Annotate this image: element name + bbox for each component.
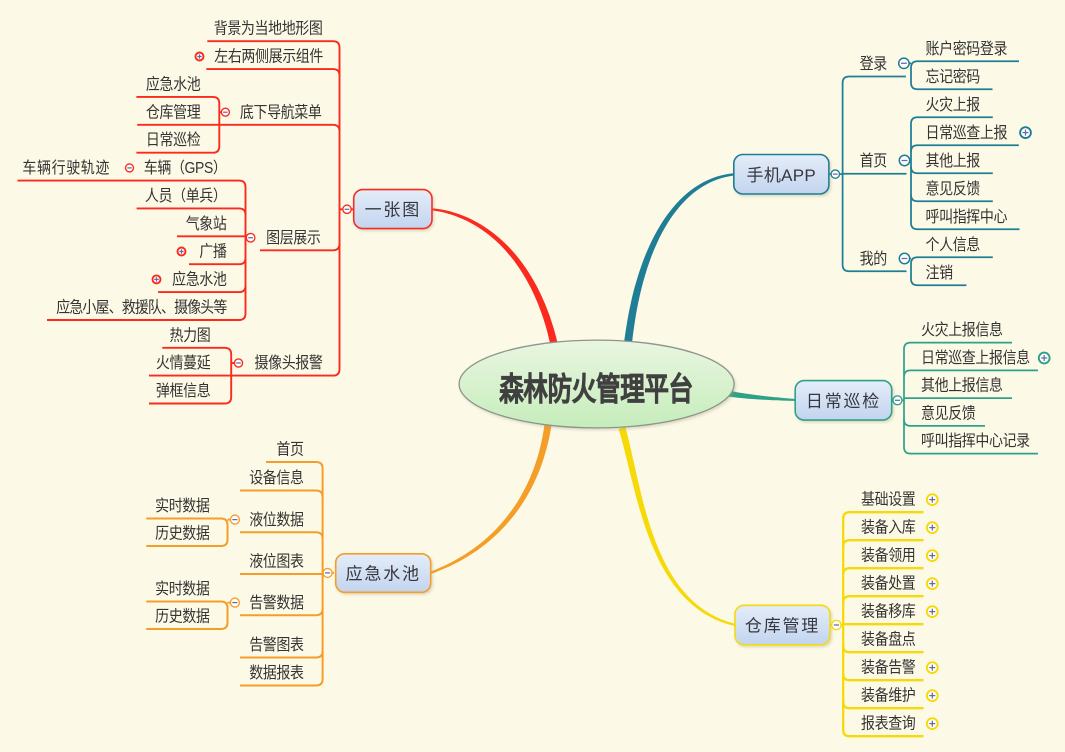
svg-text:告警数据: 告警数据 [249,594,304,612]
svg-text:森林防火管理平台: 森林防火管理平台 [499,371,693,408]
svg-text:车辆（GPS）: 车辆（GPS） [144,159,227,177]
svg-text:气象站: 气象站 [186,215,227,233]
svg-text:一张图: 一张图 [365,201,421,220]
svg-text:应急小屋、救援队、摄像头等: 应急小屋、救援队、摄像头等 [56,298,227,317]
svg-text:火灾上报: 火灾上报 [926,96,981,114]
svg-text:液位数据: 液位数据 [249,511,304,529]
svg-text:首页: 首页 [860,152,887,170]
svg-text:呼叫指挥中心记录: 呼叫指挥中心记录 [921,432,1030,450]
svg-text:图层展示: 图层展示 [266,230,320,247]
svg-text:广播: 广播 [199,243,227,261]
svg-text:历史数据: 历史数据 [155,608,210,626]
svg-text:设备信息: 设备信息 [249,469,304,487]
svg-text:日常巡查上报信息: 日常巡查上报信息 [921,349,1030,367]
svg-text:装备移库: 装备移库 [861,603,916,621]
svg-text:日常巡检: 日常巡检 [146,131,201,149]
svg-text:个人信息: 个人信息 [926,236,981,254]
svg-text:应急水池: 应急水池 [346,565,421,584]
svg-text:账户密码登录: 账户密码登录 [926,40,1008,58]
svg-text:首页: 首页 [276,441,303,459]
svg-text:装备维护: 装备维护 [861,687,915,705]
svg-text:热力图: 热力图 [170,327,211,345]
svg-text:意见反馈: 意见反馈 [926,179,981,198]
svg-text:日常巡检: 日常巡检 [806,392,881,411]
svg-text:装备盘点: 装备盘点 [861,630,916,649]
svg-text:基础设置: 基础设置 [861,491,916,509]
svg-text:其他上报: 其他上报 [926,152,981,170]
svg-text:底下导航菜单: 底下导航菜单 [240,104,322,122]
svg-text:装备处置: 装备处置 [861,575,916,593]
svg-text:火情蔓延: 火情蔓延 [156,354,211,372]
svg-text:装备入库: 装备入库 [861,519,916,537]
svg-text:历史数据: 历史数据 [155,525,210,543]
svg-text:应急水池: 应急水池 [146,75,201,94]
svg-text:装备领用: 装备领用 [861,547,915,565]
svg-text:左右两侧展示组件: 左右两侧展示组件 [214,48,323,66]
svg-text:告警图表: 告警图表 [249,636,304,654]
svg-text:登录: 登录 [860,55,888,73]
svg-text:数据报表: 数据报表 [249,664,304,682]
svg-text:我的: 我的 [860,250,887,268]
svg-text:车辆行驶轨迹: 车辆行驶轨迹 [22,159,110,177]
svg-text:仓库管理: 仓库管理 [745,617,820,636]
svg-text:背景为当地地形图: 背景为当地地形图 [214,20,323,38]
svg-text:液位图表: 液位图表 [249,553,304,571]
svg-text:手机APP: 手机APP [747,166,817,185]
svg-text:实时数据: 实时数据 [155,497,210,515]
svg-text:报表查询: 报表查询 [861,715,915,733]
svg-text:火灾上报信息: 火灾上报信息 [921,321,1003,339]
svg-text:注销: 注销 [926,264,954,282]
svg-text:意见反馈: 意见反馈 [921,404,976,423]
svg-text:仓库管理: 仓库管理 [146,104,201,122]
svg-text:呼叫指挥中心: 呼叫指挥中心 [926,208,1008,226]
svg-text:忘记密码: 忘记密码 [926,68,980,86]
svg-text:人员（单兵）: 人员（单兵） [145,187,227,205]
svg-text:实时数据: 实时数据 [155,580,210,598]
svg-text:应急水池: 应急水池 [172,270,227,289]
svg-text:摄像头报警: 摄像头报警 [255,354,324,372]
svg-text:装备告警: 装备告警 [861,659,916,677]
svg-text:弹框信息: 弹框信息 [156,382,211,400]
svg-text:日常巡查上报: 日常巡查上报 [926,124,1008,142]
svg-text:其他上报信息: 其他上报信息 [921,377,1003,395]
